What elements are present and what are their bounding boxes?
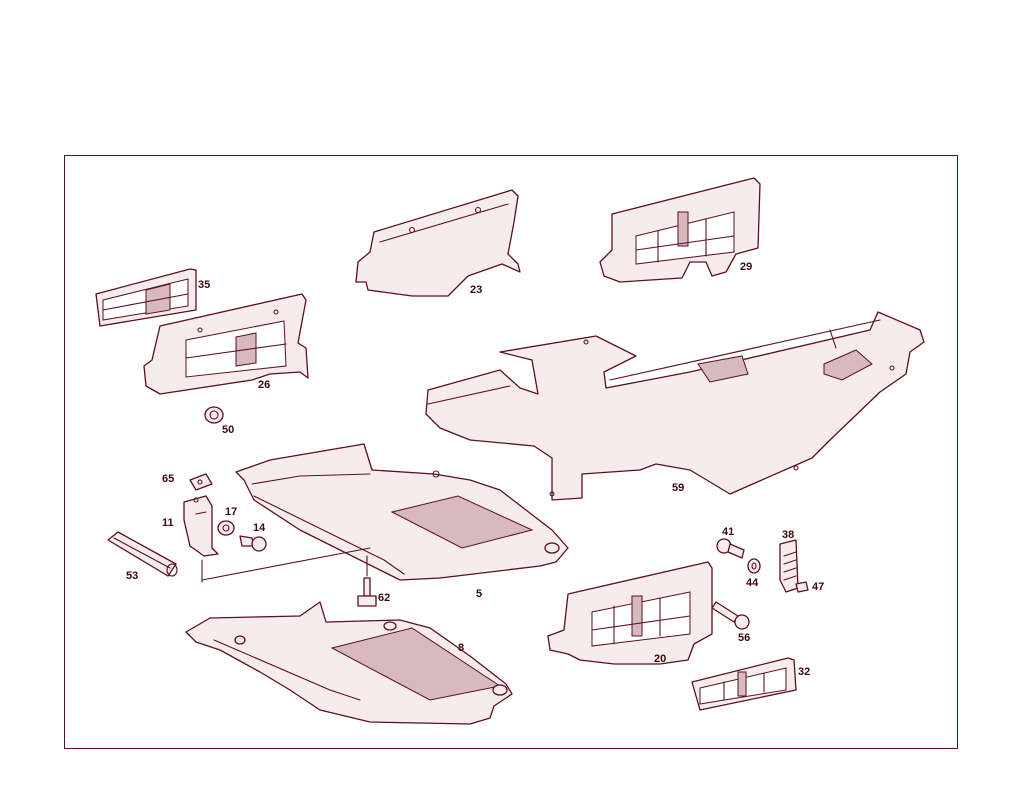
part-35-grille (95, 268, 197, 327)
diagram-frame (64, 155, 958, 749)
part-5-splash-shield (201, 443, 569, 583)
callout-5: 5 (476, 588, 482, 600)
callout-62: 62 (378, 592, 390, 604)
callout-50: 50 (222, 424, 234, 436)
part-56-screw (711, 601, 750, 630)
callout-14: 14 (253, 522, 266, 534)
part-53-strip (107, 531, 178, 577)
part-41-bolt (716, 538, 745, 559)
callout-44: 44 (746, 577, 759, 589)
part-26-side-panel (143, 293, 309, 395)
part-11-bracket (183, 495, 219, 557)
callout-29: 29 (740, 261, 752, 273)
callout-23: 23 (470, 284, 482, 296)
part-20-side-panel (547, 561, 713, 665)
callout-26: 26 (258, 379, 270, 391)
callout-41: 41 (722, 526, 734, 538)
part-29-side-panel (599, 177, 761, 283)
callout-32: 32 (798, 666, 810, 678)
part-65-clip-nut (189, 473, 213, 491)
part-47-clip (795, 581, 809, 593)
callout-8: 8 (458, 642, 464, 654)
part-38-fastener (779, 539, 799, 593)
part-32-grille (691, 657, 797, 711)
callout-11: 11 (162, 517, 174, 529)
part-62-screw (357, 555, 377, 607)
part-50-grommet (204, 406, 224, 424)
callout-65: 65 (162, 473, 174, 485)
part-17-washer (217, 520, 235, 536)
part-44-washer (747, 558, 761, 574)
callout-53: 53 (126, 570, 138, 582)
part-14-bolt (239, 535, 267, 552)
callout-38: 38 (782, 529, 794, 541)
callout-47: 47 (812, 581, 824, 593)
callout-35: 35 (198, 279, 210, 291)
callout-56: 56 (738, 632, 750, 644)
part-23-panel (355, 189, 521, 297)
part-8-lower-shield (185, 601, 513, 725)
part-59-underbody-panel (425, 311, 925, 501)
callout-59: 59 (672, 482, 684, 494)
callout-20: 20 (654, 653, 666, 665)
callout-17: 17 (225, 506, 237, 518)
